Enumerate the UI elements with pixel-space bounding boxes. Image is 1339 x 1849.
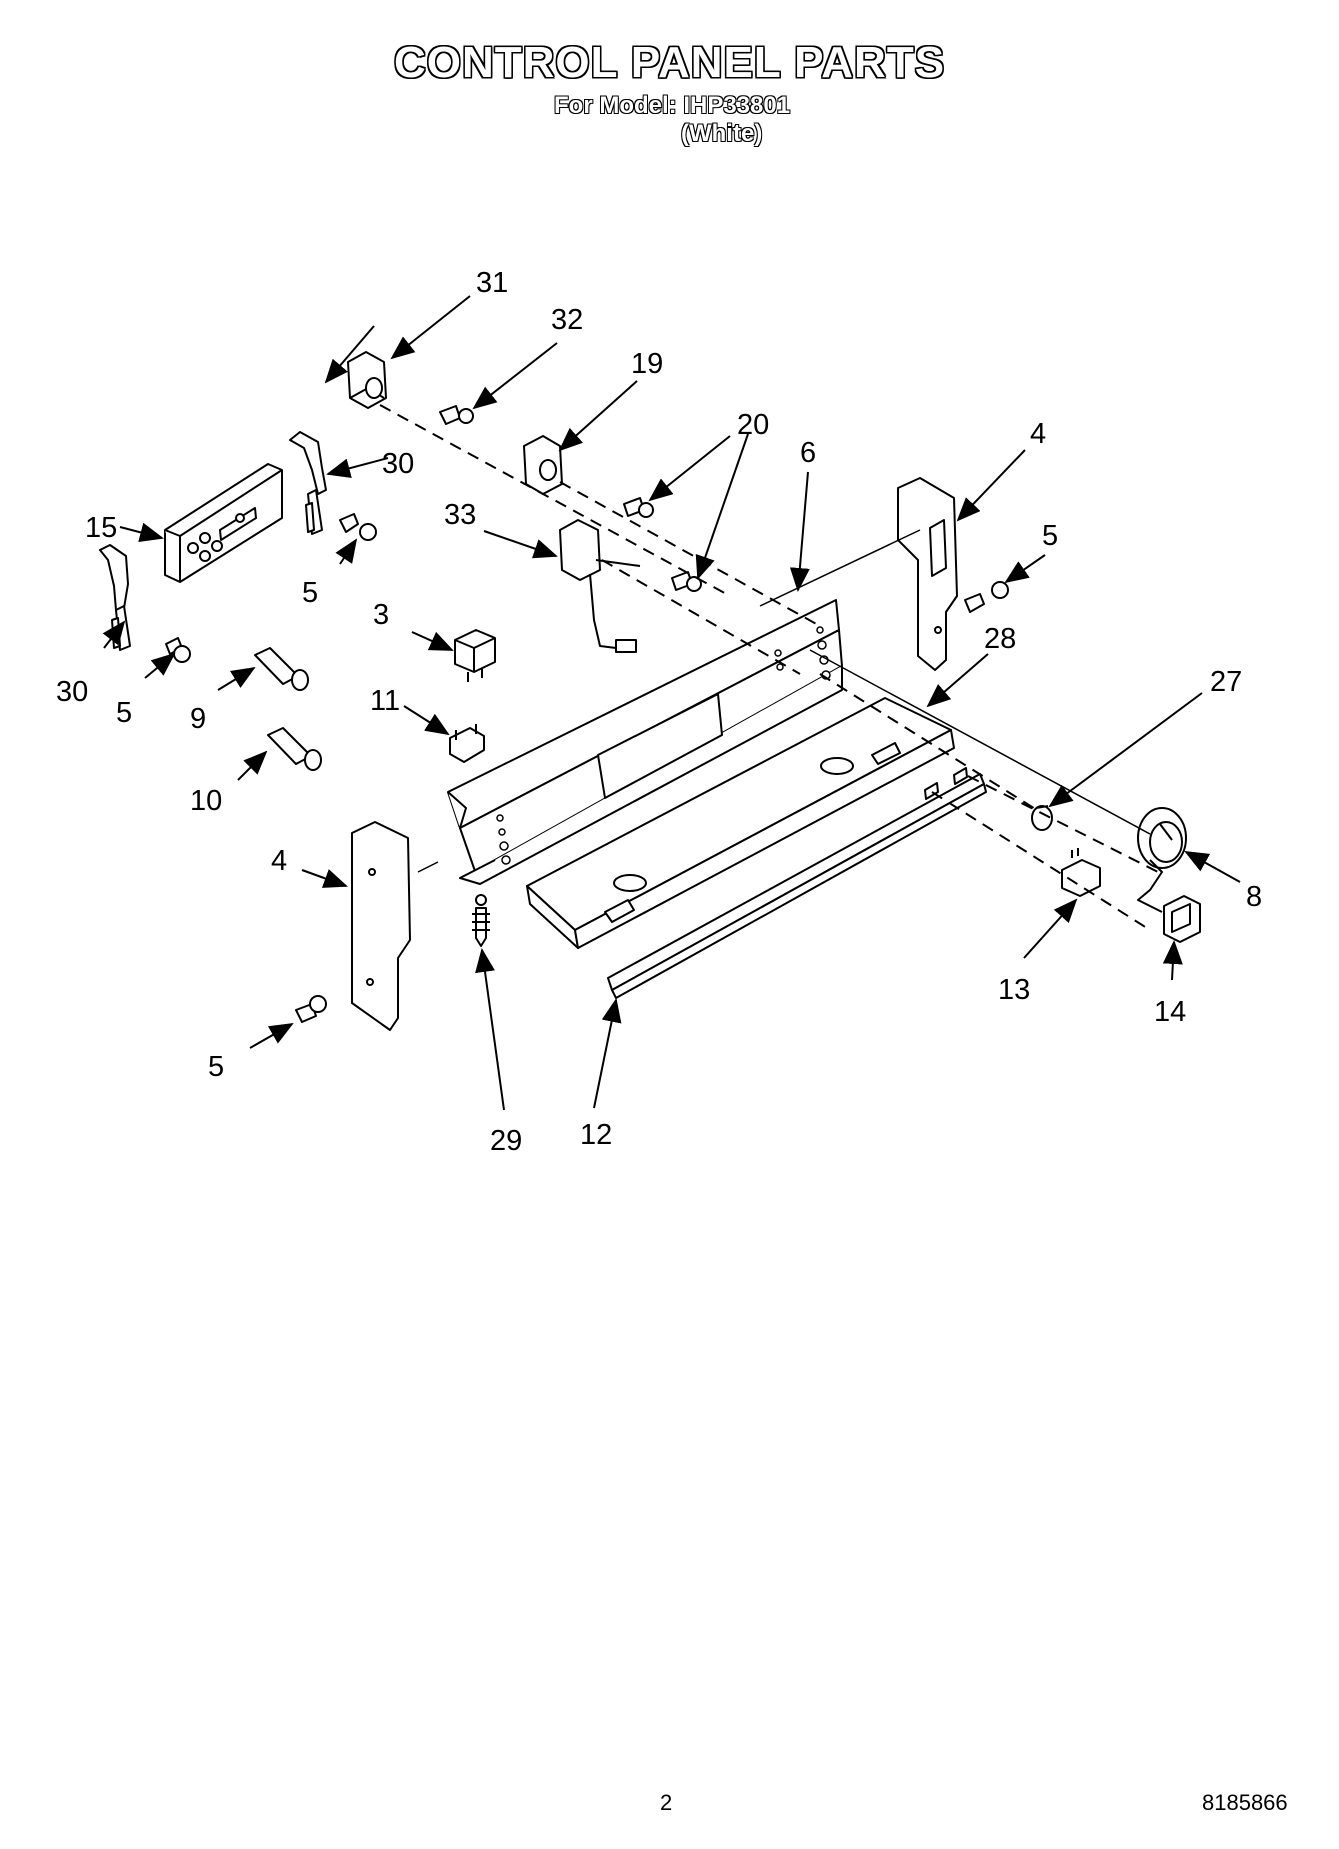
screw-part-20-a bbox=[623, 497, 654, 518]
callout-10: 10 bbox=[190, 785, 222, 817]
callout-28: 28 bbox=[984, 623, 1016, 655]
cap-part-9 bbox=[254, 647, 309, 691]
callout-4-left: 4 bbox=[271, 845, 287, 877]
callout-15: 15 bbox=[85, 512, 117, 544]
callout-31: 31 bbox=[476, 267, 508, 299]
callout-12: 12 bbox=[580, 1119, 612, 1151]
page-number: 2 bbox=[660, 1790, 673, 1815]
callout-30-lower: 30 bbox=[56, 676, 88, 708]
model-line: For Model: IHP33801 bbox=[554, 92, 791, 119]
callout-27: 27 bbox=[1210, 666, 1242, 698]
connector-part-11 bbox=[449, 724, 485, 763]
cap-part-10 bbox=[267, 727, 322, 771]
switch-part-3 bbox=[454, 629, 496, 682]
screw-part-5-d bbox=[295, 995, 327, 1023]
callout-5-a: 5 bbox=[302, 577, 318, 609]
document-number: 8185866 bbox=[1202, 1790, 1288, 1815]
callout-5-d: 5 bbox=[208, 1051, 224, 1083]
callout-labels: 31 32 19 20 6 4 30 15 33 5 5 3 28 27 30 … bbox=[56, 267, 1262, 1157]
screw-part-20-b bbox=[671, 571, 702, 592]
page-title: CONTROL PANEL PARTS bbox=[393, 38, 946, 87]
switch-part-13 bbox=[1061, 848, 1101, 897]
callout-19: 19 bbox=[631, 348, 663, 380]
screw-part-5-b bbox=[165, 637, 191, 663]
switch-part-19 bbox=[523, 435, 563, 495]
callout-8: 8 bbox=[1246, 881, 1262, 913]
electronic-control-part-15 bbox=[164, 463, 283, 583]
callout-33: 33 bbox=[444, 499, 476, 531]
callout-30-upper: 30 bbox=[382, 448, 414, 480]
screw-part-5-a bbox=[339, 513, 377, 541]
callout-3: 3 bbox=[373, 599, 389, 631]
end-cap-part-4-left bbox=[351, 821, 411, 1031]
screw-part-29 bbox=[472, 894, 490, 947]
callout-13: 13 bbox=[998, 974, 1030, 1006]
selector-switch-part-31 bbox=[347, 351, 387, 409]
callout-5-c: 5 bbox=[1042, 520, 1058, 552]
callout-20: 20 bbox=[737, 409, 769, 441]
bracket-part-28 bbox=[526, 697, 955, 949]
callout-9: 9 bbox=[190, 703, 206, 735]
trim-part-12 bbox=[607, 767, 987, 999]
callout-6: 6 bbox=[800, 437, 816, 469]
callout-14: 14 bbox=[1154, 996, 1186, 1028]
callout-5-b: 5 bbox=[116, 697, 132, 729]
switch-part-33 bbox=[559, 519, 641, 653]
callout-4-right: 4 bbox=[1030, 418, 1046, 450]
alignment-lines bbox=[379, 404, 1163, 931]
callout-32: 32 bbox=[551, 304, 583, 336]
leader-arrows bbox=[102, 295, 1241, 1111]
screw-part-32 bbox=[439, 405, 474, 425]
harness-clip-part-30-upper bbox=[289, 431, 327, 535]
switch-part-14 bbox=[1137, 859, 1201, 943]
control-panel-part-6 bbox=[447, 599, 843, 885]
end-cap-part-4-right bbox=[897, 477, 958, 671]
callout-29: 29 bbox=[490, 1125, 522, 1157]
color-line: (White) bbox=[681, 120, 763, 147]
guide-lines bbox=[417, 529, 1151, 873]
knob-part-27 bbox=[1031, 805, 1053, 831]
callout-11: 11 bbox=[370, 685, 400, 717]
screw-part-5-c bbox=[964, 581, 1009, 613]
knob-part-8 bbox=[1137, 807, 1187, 869]
